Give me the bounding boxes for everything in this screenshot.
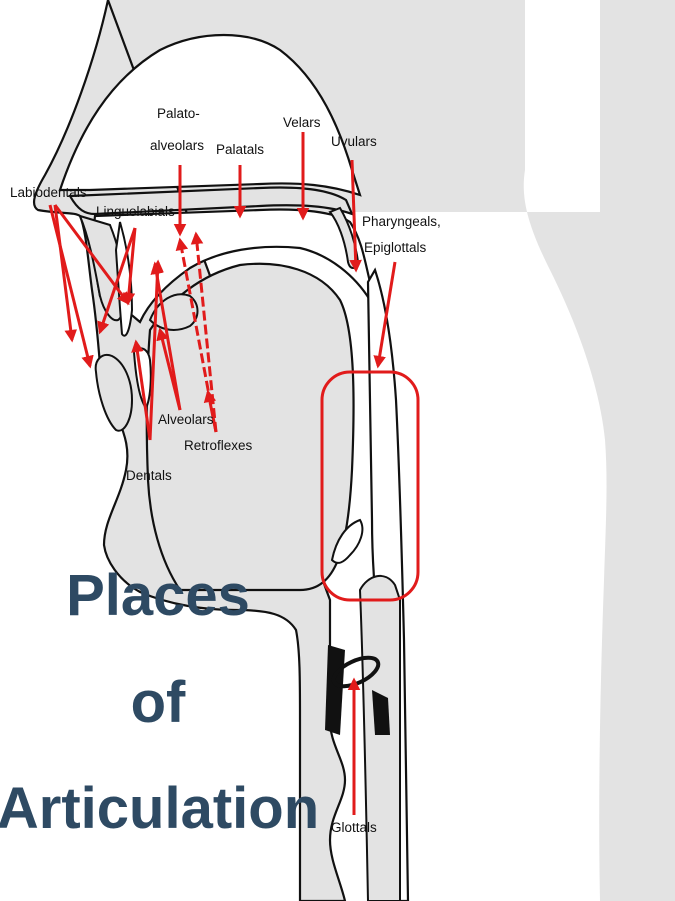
label-labiodentals: Labiodentals — [10, 185, 87, 200]
label-pharyngeals: Pharyngeals, — [362, 214, 441, 229]
label-palatals: Palatals — [216, 142, 264, 157]
label-dentals: Dentals — [126, 468, 172, 483]
label-velars: Velars — [283, 115, 321, 130]
larynx — [360, 576, 400, 901]
label-alveolars: Alveolars — [158, 412, 214, 427]
vocal-fold-left — [325, 645, 345, 735]
label-glottals: Glottals — [331, 820, 377, 835]
title-line-1: Places — [66, 563, 250, 628]
title-line-3: Articulation — [0, 776, 319, 841]
label-palato-alveolars-1: Palato- — [157, 106, 200, 121]
title-line-2: of — [131, 670, 186, 735]
label-retroflexes: Retroflexes — [184, 438, 253, 453]
label-epiglottals: Epiglottals — [364, 240, 427, 255]
label-linguolabials: Linguolabials — [96, 204, 175, 219]
label-palato-alveolars-2: alveolars — [150, 138, 204, 153]
label-uvulars: Uvulars — [331, 134, 377, 149]
